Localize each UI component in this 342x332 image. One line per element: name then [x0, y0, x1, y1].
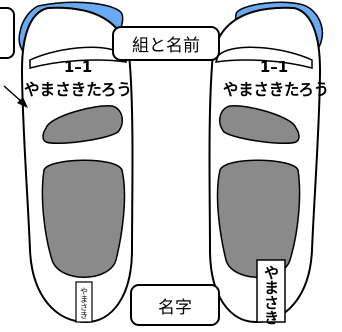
right-class-number: 1–1	[260, 58, 288, 76]
left-heel-tab	[75, 281, 93, 323]
right-name-label: やまさきたろう	[223, 80, 329, 99]
pointer-line	[3, 85, 23, 103]
clipped-callout-box	[0, 7, 15, 59]
right-heel-pad	[216, 159, 301, 278]
left-class-number: 1–1	[64, 58, 92, 76]
right-shoe	[208, 1, 324, 324]
left-name-label: やまさきたろう	[24, 80, 132, 99]
right-collar-band	[214, 46, 313, 69]
right-heel-tab	[256, 259, 286, 323]
callout-name: 名字	[130, 284, 220, 326]
right-heel-name: やまさき	[262, 265, 280, 325]
right-toe-pad	[218, 105, 300, 145]
pointer-arrowhead	[17, 97, 28, 108]
left-heel-pad	[41, 159, 126, 278]
callout-class-and-name: 組と名前	[112, 26, 220, 61]
left-heel-name: やまさき	[80, 287, 89, 319]
left-shoe	[18, 1, 134, 324]
left-toe-pad	[42, 105, 124, 145]
